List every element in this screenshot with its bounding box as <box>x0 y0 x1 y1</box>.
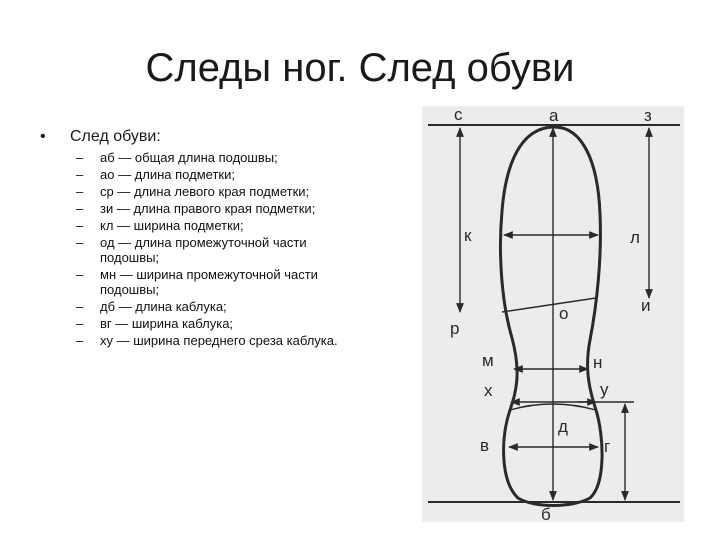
dash-icon: – <box>76 184 84 199</box>
definition-list: – аб — общая длина подошвы; – ао — длина п… <box>76 150 340 348</box>
dash-icon: – <box>76 333 84 348</box>
list-item-text: ху — ширина переднего среза каблука. <box>100 333 338 348</box>
list-item: – вг — ширина каблука; <box>76 316 340 331</box>
sole-forepart-boundary-line <box>501 297 597 313</box>
label-g: г <box>604 437 610 456</box>
label-kh: х <box>484 381 493 400</box>
list-item: – ху — ширина переднего среза каблука. <box>76 333 340 348</box>
label-v: в <box>480 436 489 455</box>
label-u: у <box>600 380 609 399</box>
dash-icon: – <box>76 201 84 216</box>
main-bullet-text: След обуви: <box>70 128 161 145</box>
main-bullet: • След обуви: <box>40 128 340 146</box>
slide-content: • След обуви: – аб — общая длина подошвы;… <box>40 128 340 350</box>
list-item-text: кл — ширина подметки; <box>100 218 244 233</box>
dash-icon: – <box>76 299 84 314</box>
label-z: з <box>644 106 652 125</box>
dash-icon: – <box>76 267 84 282</box>
dash-icon: – <box>76 235 84 250</box>
label-l: л <box>630 228 640 247</box>
dash-icon: – <box>76 167 84 182</box>
list-item-text: од — длина промежуточной части подошвы; <box>100 235 307 265</box>
label-b: б <box>541 505 551 522</box>
label-a: а <box>549 106 559 125</box>
dash-icon: – <box>76 316 84 331</box>
list-item-text: дб — длина каблука; <box>100 299 227 314</box>
dash-icon: – <box>76 150 84 165</box>
label-o: о <box>559 304 568 323</box>
list-item-text: аб — общая длина подошвы; <box>100 150 278 165</box>
list-item: – ао — длина подметки; <box>76 167 340 182</box>
shoe-sole-diagram: а с з к л р и о м н х у д в г б <box>422 106 684 522</box>
list-item-text: вг — ширина каблука; <box>100 316 234 331</box>
label-m: м <box>482 351 494 370</box>
label-k: к <box>464 226 472 245</box>
list-item: – зи — длина правого края подметки; <box>76 201 340 216</box>
list-item: – ср — длина левого края подметки; <box>76 184 340 199</box>
list-item-text: мн — ширина промежуточной части подошвы; <box>100 267 318 297</box>
list-item: – кл — ширина подметки; <box>76 218 340 233</box>
list-item-text: зи — длина правого края подметки; <box>100 201 316 216</box>
list-item: – мн — ширина промежуточной части подошвы… <box>76 267 340 297</box>
label-i: и <box>641 296 651 315</box>
label-d: д <box>558 417 568 436</box>
list-item: – аб — общая длина подошвы; <box>76 150 340 165</box>
sole-outline <box>498 125 604 507</box>
list-item: – од — длина промежуточной части подошвы; <box>76 235 340 265</box>
slide-title: Следы ног. След обуви <box>145 46 575 90</box>
list-item: – дб — длина каблука; <box>76 299 340 314</box>
bullet-dot-icon: • <box>40 128 46 145</box>
sole-diagram-svg: а с з к л р и о м н х у д в г б <box>422 106 684 522</box>
list-item-text: ср — длина левого края подметки; <box>100 184 310 199</box>
dash-icon: – <box>76 218 84 233</box>
label-r: р <box>450 319 459 338</box>
label-s: с <box>454 106 463 124</box>
list-item-text: ао — длина подметки; <box>100 167 235 182</box>
label-n: н <box>593 353 602 372</box>
